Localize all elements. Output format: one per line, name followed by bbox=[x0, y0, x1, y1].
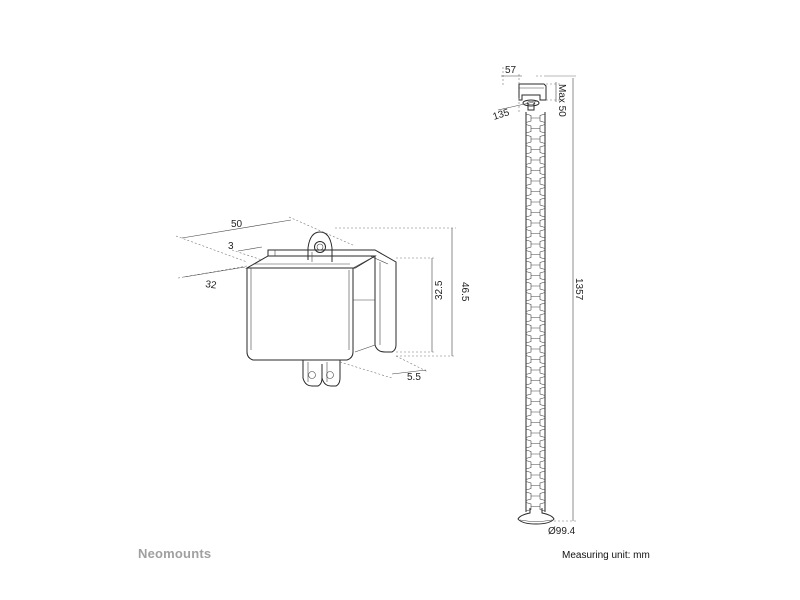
spine-link bbox=[525, 208, 546, 218]
spine-link bbox=[525, 166, 546, 176]
spine-link bbox=[525, 176, 546, 186]
dim-clip-offset: 5.5 bbox=[407, 372, 421, 383]
spine-link bbox=[525, 145, 546, 155]
dim-clip-height-inner: 32.5 bbox=[434, 280, 445, 300]
cable-clip-drawing bbox=[245, 231, 397, 387]
spine-link bbox=[525, 124, 546, 134]
dim-spine-clamp-depth: 135 bbox=[492, 107, 512, 123]
spine-link bbox=[525, 460, 546, 470]
spine-link bbox=[525, 260, 546, 270]
brand-logo-text: Neomounts bbox=[138, 546, 212, 561]
spine-link bbox=[525, 155, 546, 165]
spine-link bbox=[525, 334, 546, 344]
dim-clip-slot: 3 bbox=[228, 241, 234, 252]
spine-link bbox=[525, 365, 546, 375]
spine-link bbox=[525, 418, 546, 428]
spine-link bbox=[525, 134, 546, 144]
spine-link bbox=[525, 376, 546, 386]
spine-link bbox=[525, 187, 546, 197]
spine-link bbox=[525, 197, 546, 207]
spine-dimension-lines bbox=[497, 67, 578, 522]
spine-link bbox=[525, 355, 546, 365]
spine-link bbox=[525, 344, 546, 354]
dim-spine-base-diameter: Ø99.4 bbox=[548, 526, 576, 537]
spine-link bbox=[525, 470, 546, 480]
spine-link bbox=[525, 281, 546, 291]
spine-link bbox=[525, 407, 546, 417]
cable-spine-drawing bbox=[517, 83, 555, 525]
spine-link bbox=[525, 313, 546, 323]
spine-link bbox=[525, 250, 546, 260]
dim-spine-clamp-max: Max 50 bbox=[556, 84, 567, 117]
dim-spine-clamp-width: 57 bbox=[505, 65, 517, 76]
spine-link bbox=[525, 481, 546, 491]
spine-link bbox=[525, 271, 546, 281]
spine-link bbox=[525, 302, 546, 312]
spine-link bbox=[525, 449, 546, 459]
dim-clip-height-total: 46.5 bbox=[459, 282, 470, 302]
clip-dimension-lines bbox=[175, 216, 456, 379]
spine-link bbox=[525, 113, 546, 123]
spine-link bbox=[525, 386, 546, 396]
spine-link bbox=[525, 292, 546, 302]
spine-link bbox=[525, 218, 546, 228]
dim-clip-depth: 32 bbox=[205, 279, 218, 292]
dim-spine-length: 1357 bbox=[573, 278, 584, 301]
measuring-unit-label: Measuring unit: mm bbox=[562, 550, 650, 561]
spine-link bbox=[525, 323, 546, 333]
spine-link bbox=[525, 239, 546, 249]
spine-link bbox=[525, 491, 546, 501]
spine-link bbox=[525, 397, 546, 407]
spine-link bbox=[525, 229, 546, 239]
spine-link bbox=[525, 428, 546, 438]
spine-link bbox=[525, 439, 546, 449]
dim-clip-width: 50 bbox=[231, 219, 243, 230]
